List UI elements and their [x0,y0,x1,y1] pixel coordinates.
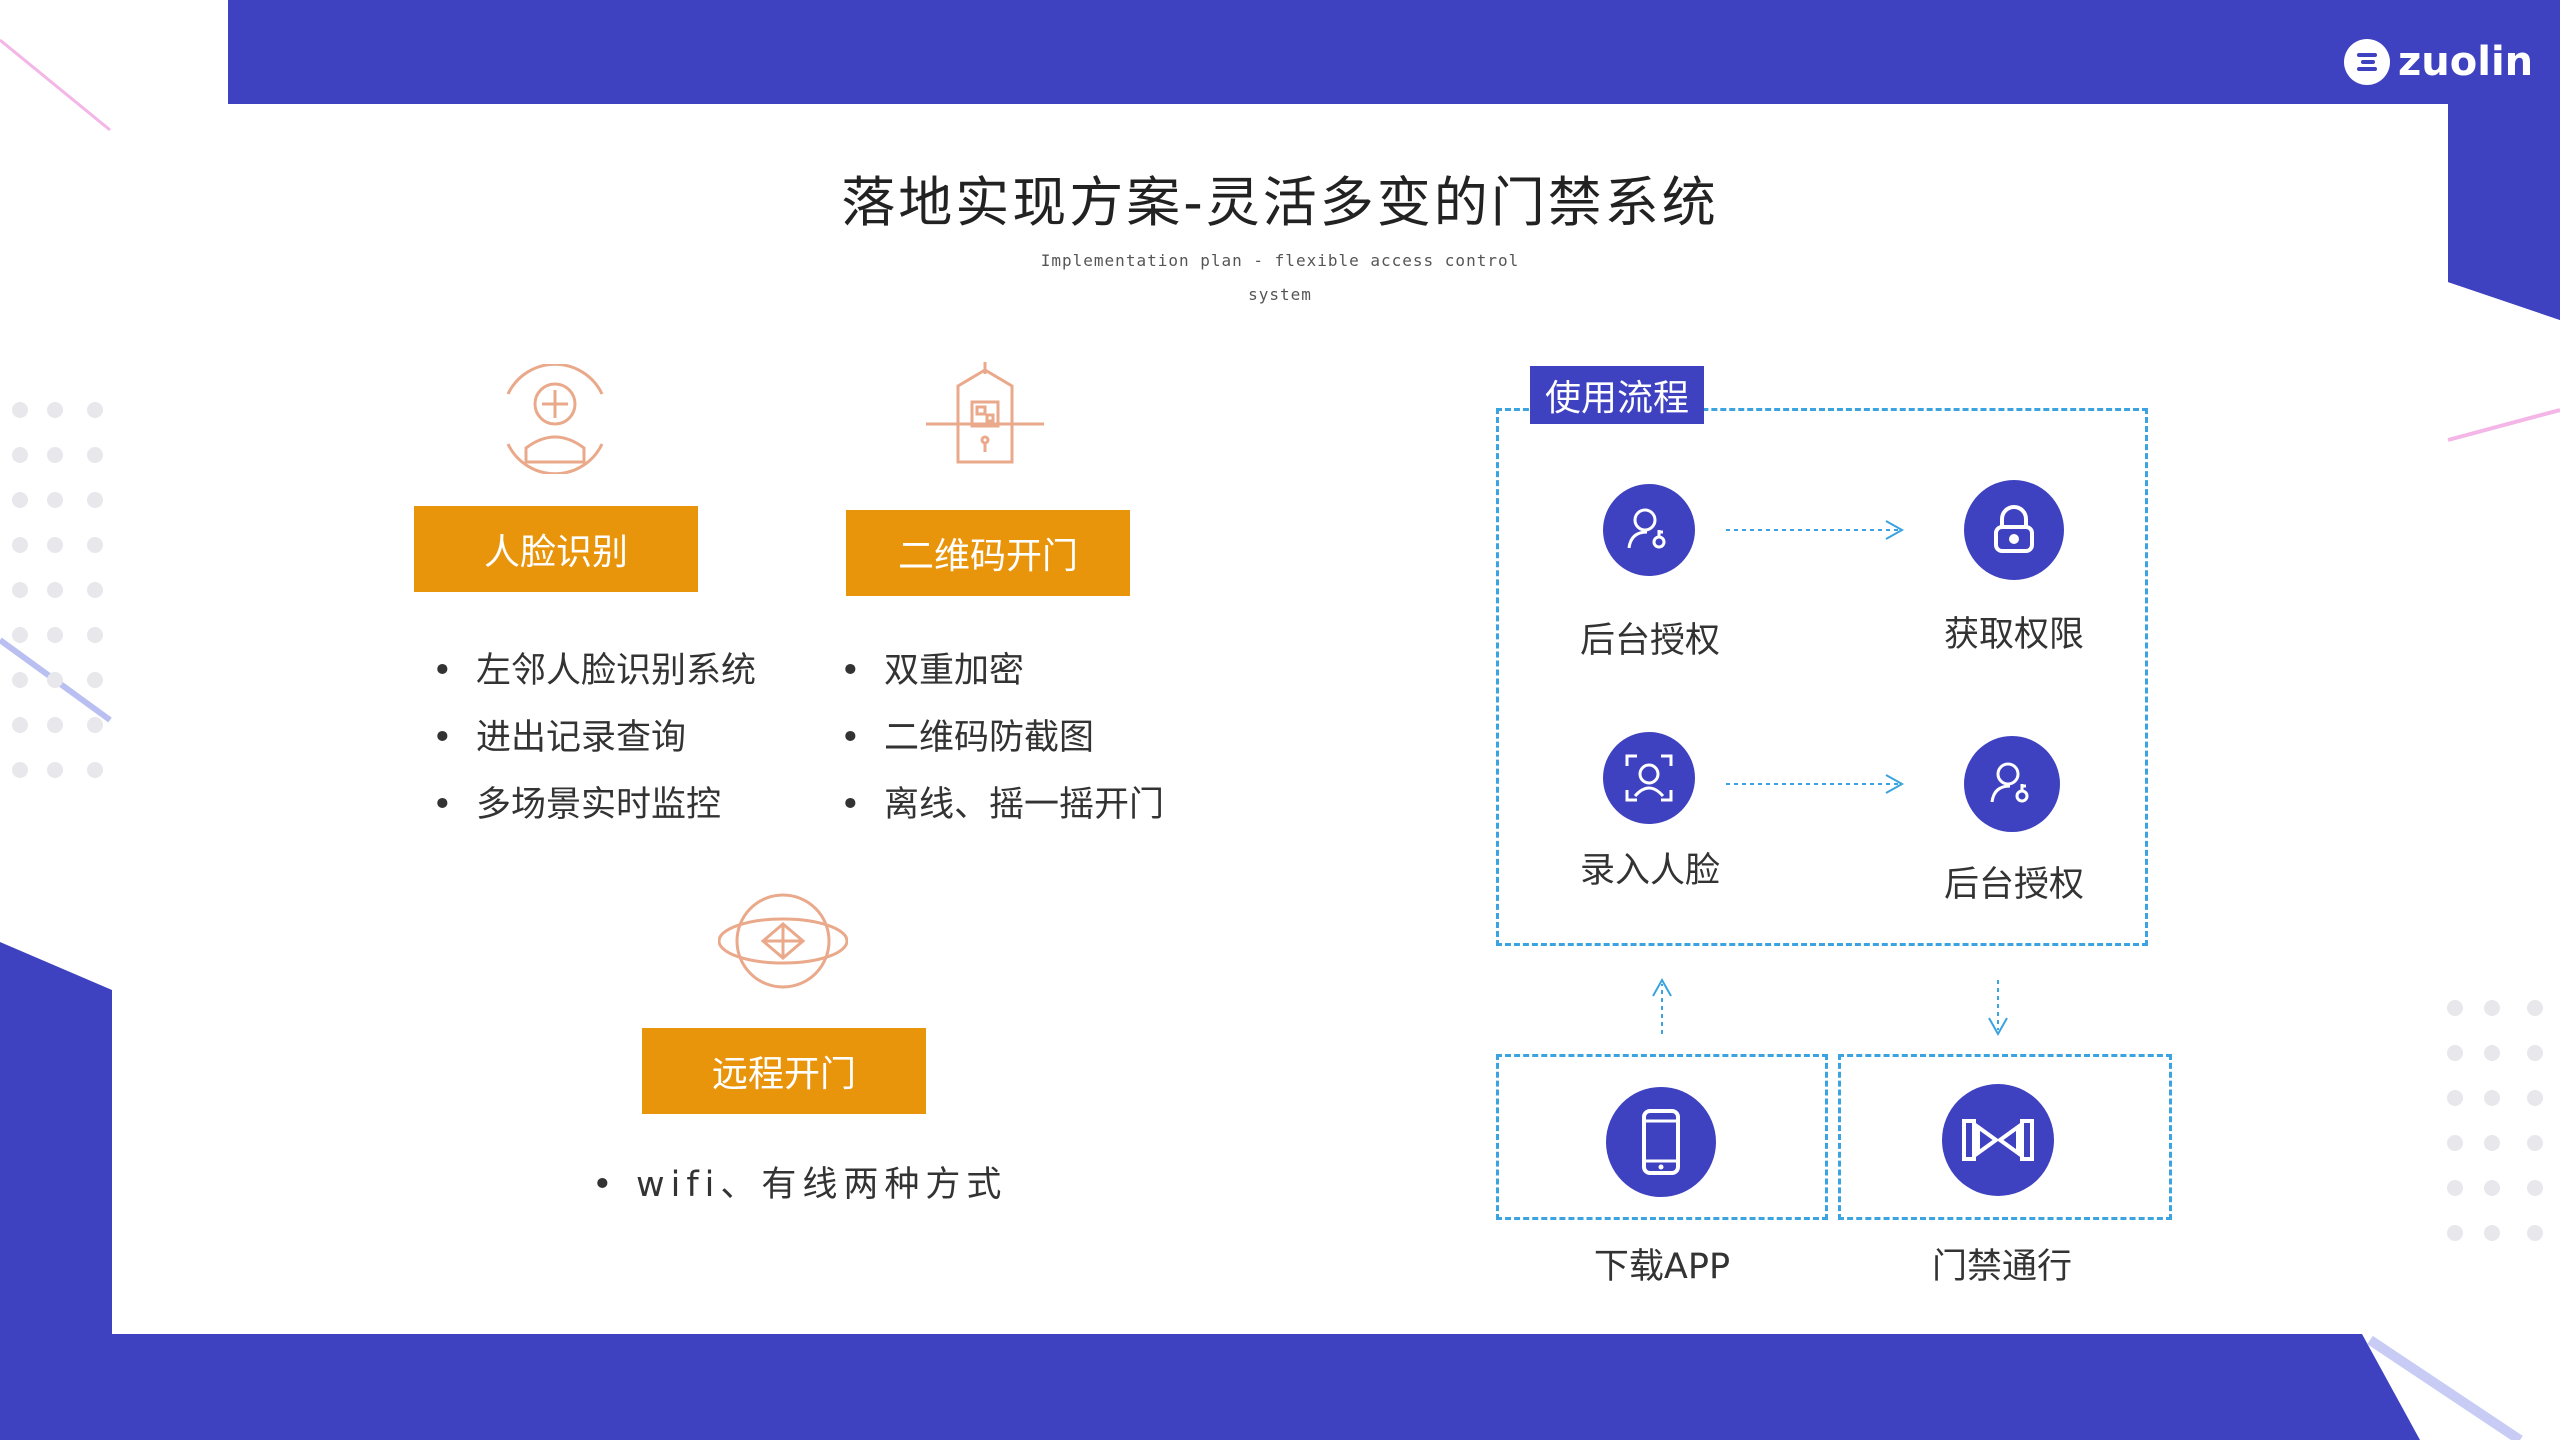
lock-icon [1964,480,2064,580]
qr-code-bullets: 双重加密 二维码防截图 离线、摇一摇开门 [832,638,1164,839]
zuolin-logo-icon [2344,39,2390,85]
step-enroll-face-label: 录入人脸 [1579,851,1720,891]
remote-unlock-bullets: wifi、有线两种方式 [584,1152,1007,1219]
list-item: 二维码防截图 [832,705,1164,772]
remote-globe-icon [718,893,848,989]
zuolin-logo: zuolin [2344,30,2533,94]
subtitle-line-2: system [1248,285,1312,304]
list-item: 多场景实时监控 [424,772,756,839]
user-key-icon [1603,484,1695,576]
face-id-icon [1603,732,1695,824]
gate-pass-label: 门禁通行 [1931,1247,2072,1287]
qr-code-label: 二维码开门 [846,510,1130,596]
download-app-box [1496,1054,1828,1220]
step-get-permission-label: 获取权限 [1943,615,2084,655]
step-backend-auth-2-label: 后台授权 [1943,865,2084,905]
subtitle-line-1: Implementation plan - flexible access co… [1040,251,1520,270]
remote-unlock-label: 远程开门 [642,1028,926,1114]
step-backend-auth-label: 后台授权 [1579,621,1720,661]
user-key-icon [1964,736,2060,832]
download-app-label: 下载APP [1593,1247,1731,1287]
face-scan-icon [506,364,604,474]
gate-icon [1942,1084,2054,1196]
list-item: 双重加密 [832,638,1164,705]
list-item: 进出记录查询 [424,705,756,772]
logo-text: zuolin [2398,39,2534,85]
list-item: 离线、摇一摇开门 [832,772,1164,839]
usage-flow-header: 使用流程 [1530,366,1704,424]
face-recognition-label: 人脸识别 [414,506,698,592]
slide-subtitle: Implementation plan - flexible access co… [1040,244,1520,312]
usage-flow-box [1496,408,2148,946]
list-item: wifi、有线两种方式 [584,1152,1007,1219]
list-item: 左邻人脸识别系统 [424,638,756,705]
face-recognition-bullets: 左邻人脸识别系统 进出记录查询 多场景实时监控 [424,638,756,839]
slide-title: 落地实现方案-灵活多变的门禁系统 [841,171,1719,234]
qr-door-icon [926,362,1044,464]
gate-pass-box [1838,1054,2172,1220]
phone-icon [1606,1087,1716,1197]
